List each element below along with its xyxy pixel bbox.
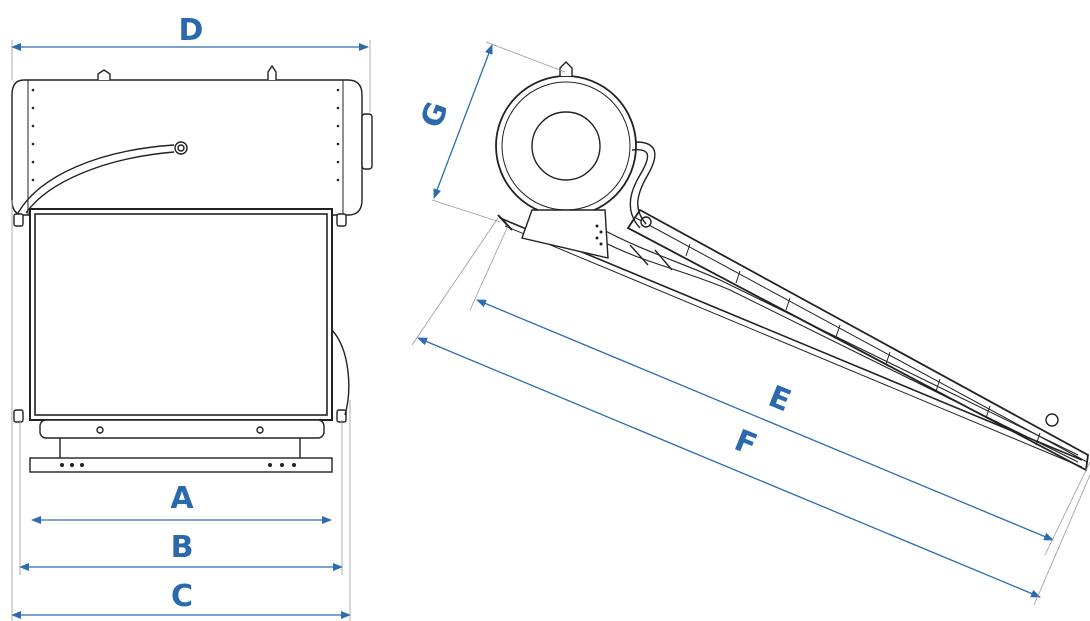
label-c: C (171, 579, 193, 614)
label-e: E (763, 379, 795, 419)
label-b: B (171, 530, 194, 565)
side-dimensions (411, 41, 1090, 606)
front-tank (11, 64, 373, 216)
label-f: F (729, 423, 761, 463)
dimension-line-e (476, 299, 1054, 541)
side-collector (626, 208, 1089, 472)
front-view (11, 64, 373, 473)
dimension-line-g (433, 44, 493, 199)
label-a: A (170, 481, 194, 516)
side-view (495, 61, 1089, 472)
label-d: D (179, 13, 204, 48)
front-collector-panel (13, 208, 350, 423)
front-dimensions (11, 40, 371, 621)
front-stand (29, 419, 333, 473)
side-tank (495, 61, 656, 259)
label-g: G (414, 97, 455, 132)
dimension-line-f (417, 337, 1041, 598)
